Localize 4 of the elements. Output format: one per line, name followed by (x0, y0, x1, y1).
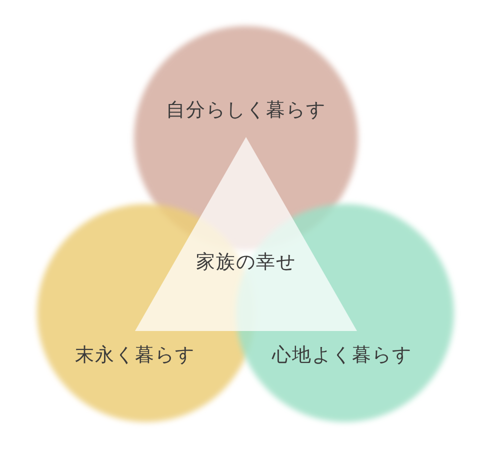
triangle-label: 家族の幸せ (196, 250, 296, 275)
circle-label: 心地よく暮らす (272, 343, 412, 368)
circle-label: 自分らしく暮らす (166, 98, 326, 123)
circle-label: 末永く暮らす (75, 343, 195, 368)
